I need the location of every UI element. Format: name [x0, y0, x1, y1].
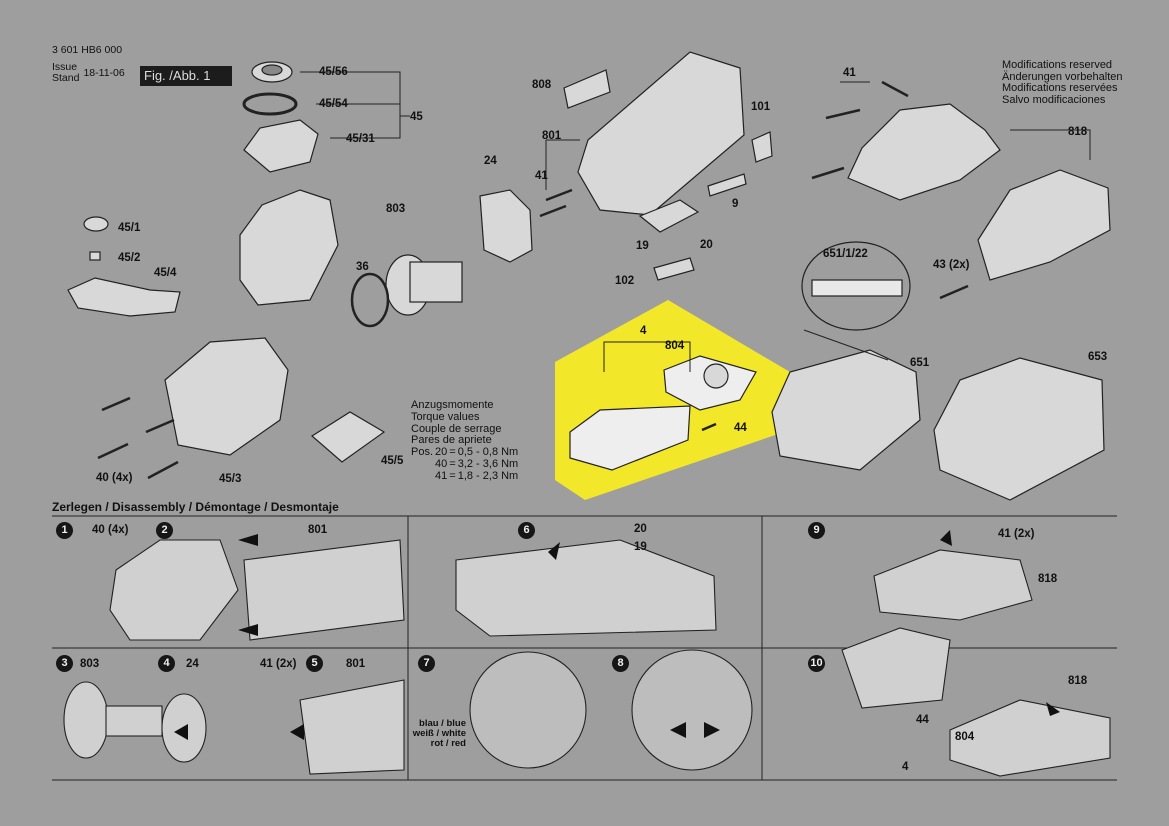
step-10: 10	[808, 655, 825, 672]
mod-line: Modifications reservées	[1002, 82, 1118, 95]
torque-row: 41=1,8 - 2,3 Nm	[435, 469, 519, 482]
torque-row: 40=3,2 - 3,6 Nm	[435, 457, 519, 470]
part-label: 24	[484, 155, 497, 167]
torque-pos: 40	[435, 457, 448, 470]
wire-blue: blau / blue	[419, 718, 466, 729]
mod-line: Salvo modificaciones	[1002, 93, 1106, 106]
step-5: 5	[306, 655, 323, 672]
wire-red: rot / red	[430, 738, 466, 749]
step-6: 6	[518, 522, 535, 539]
wire-white: weiß / white	[412, 728, 466, 739]
doc-number: 3 601 HB6 000	[52, 44, 123, 56]
mod-line: Modifications reserved	[1002, 59, 1113, 71]
part-label: 101	[751, 101, 771, 113]
torque-line: Anzugsmomente	[411, 399, 494, 411]
part-label: 651	[910, 357, 930, 369]
step-label: 44	[916, 714, 929, 726]
disassembly-title: Zerlegen / Disassembly / Démontage / Des…	[52, 500, 339, 514]
step-2: 2	[156, 522, 173, 539]
part-label: 803	[386, 203, 406, 215]
torque-table: Pos.20=0,5 - 0,8 Nm 40=3,2 - 3,6 Nm 41=1…	[411, 446, 520, 482]
torque-value: 0,5 - 0,8 Nm	[457, 446, 519, 459]
part-label: 45/56	[319, 66, 348, 78]
torque-line: Pares de apriete	[411, 434, 492, 447]
part-label: 4	[640, 325, 647, 337]
step-9: 9	[808, 522, 825, 539]
stand-label: Stand	[52, 72, 80, 84]
part-label: 102	[615, 275, 635, 287]
part-label: 45/1	[118, 222, 141, 234]
document-header: 3 601 HB6 000 Issue Stand 18-11-06	[52, 45, 125, 84]
step-label: 41 (2x)	[260, 658, 297, 670]
part-label: 41	[843, 67, 856, 79]
step-label: 4	[902, 761, 909, 773]
wire-labels: blau / blue weiß / white rot / red	[410, 719, 466, 749]
step-label: 20	[634, 523, 647, 535]
part-label: 43 (2x)	[933, 259, 970, 271]
torque-value: 1,8 - 2,3 Nm	[457, 469, 519, 482]
step-label: 19	[634, 541, 647, 553]
part-label: 20	[700, 239, 713, 251]
part-label: 653	[1088, 351, 1108, 363]
torque-values: Anzugsmomente Torque values Couple de se…	[411, 399, 520, 483]
step-label: 801	[308, 524, 328, 536]
torque-pos: 41	[435, 469, 448, 482]
part-label: 45	[410, 111, 423, 123]
step-label: 24	[186, 658, 199, 670]
torque-line: Couple de serrage	[411, 422, 502, 435]
figure-label: Fig. /Abb. 1	[140, 66, 232, 86]
part-label: 45/5	[381, 455, 404, 467]
pos-label: Pos.	[411, 446, 434, 459]
step-label: 818	[1038, 573, 1058, 585]
step-label: 803	[80, 658, 100, 670]
step-label: 41 (2x)	[998, 528, 1035, 540]
step-1: 1	[56, 522, 73, 539]
step-7: 7	[418, 655, 435, 672]
part-label: 45/54	[319, 98, 348, 110]
issue-date: 18-11-06	[83, 67, 125, 79]
highlight-area	[555, 300, 790, 500]
part-label: 45/3	[219, 473, 242, 485]
torque-value: 3,2 - 3,6 Nm	[457, 457, 519, 470]
part-label: 9	[732, 198, 739, 210]
torque-line: Torque values	[411, 410, 480, 423]
part-label: 801	[542, 130, 562, 142]
issue-label: Issue	[52, 61, 78, 73]
step-4: 4	[158, 655, 175, 672]
modifications-note: Modifications reserved Änderungen vorbeh…	[1002, 59, 1123, 106]
part-label: 45/2	[118, 252, 141, 264]
part-label: 19	[636, 240, 649, 252]
part-label: 41	[535, 170, 548, 182]
part-label: 36	[356, 261, 369, 273]
part-label: 45/31	[346, 133, 375, 145]
step-label: 40 (4x)	[92, 524, 129, 536]
mod-line: Änderungen vorbehalten	[1002, 70, 1123, 83]
torque-row: Pos.20=0,5 - 0,8 Nm	[411, 446, 519, 459]
step-label: 818	[1068, 675, 1088, 687]
part-label: 651/1/22	[823, 248, 868, 260]
part-label: 818	[1068, 126, 1088, 138]
torque-pos: 20	[435, 446, 448, 459]
part-label: 804	[665, 340, 685, 352]
part-label: 45/4	[154, 267, 177, 279]
part-label: 44	[734, 422, 747, 434]
step-8: 8	[612, 655, 629, 672]
step-3: 3	[56, 655, 73, 672]
part-label: 808	[532, 79, 552, 91]
step-label: 801	[346, 658, 366, 670]
part-label: 40 (4x)	[96, 472, 133, 484]
step-label: 804	[955, 731, 975, 743]
